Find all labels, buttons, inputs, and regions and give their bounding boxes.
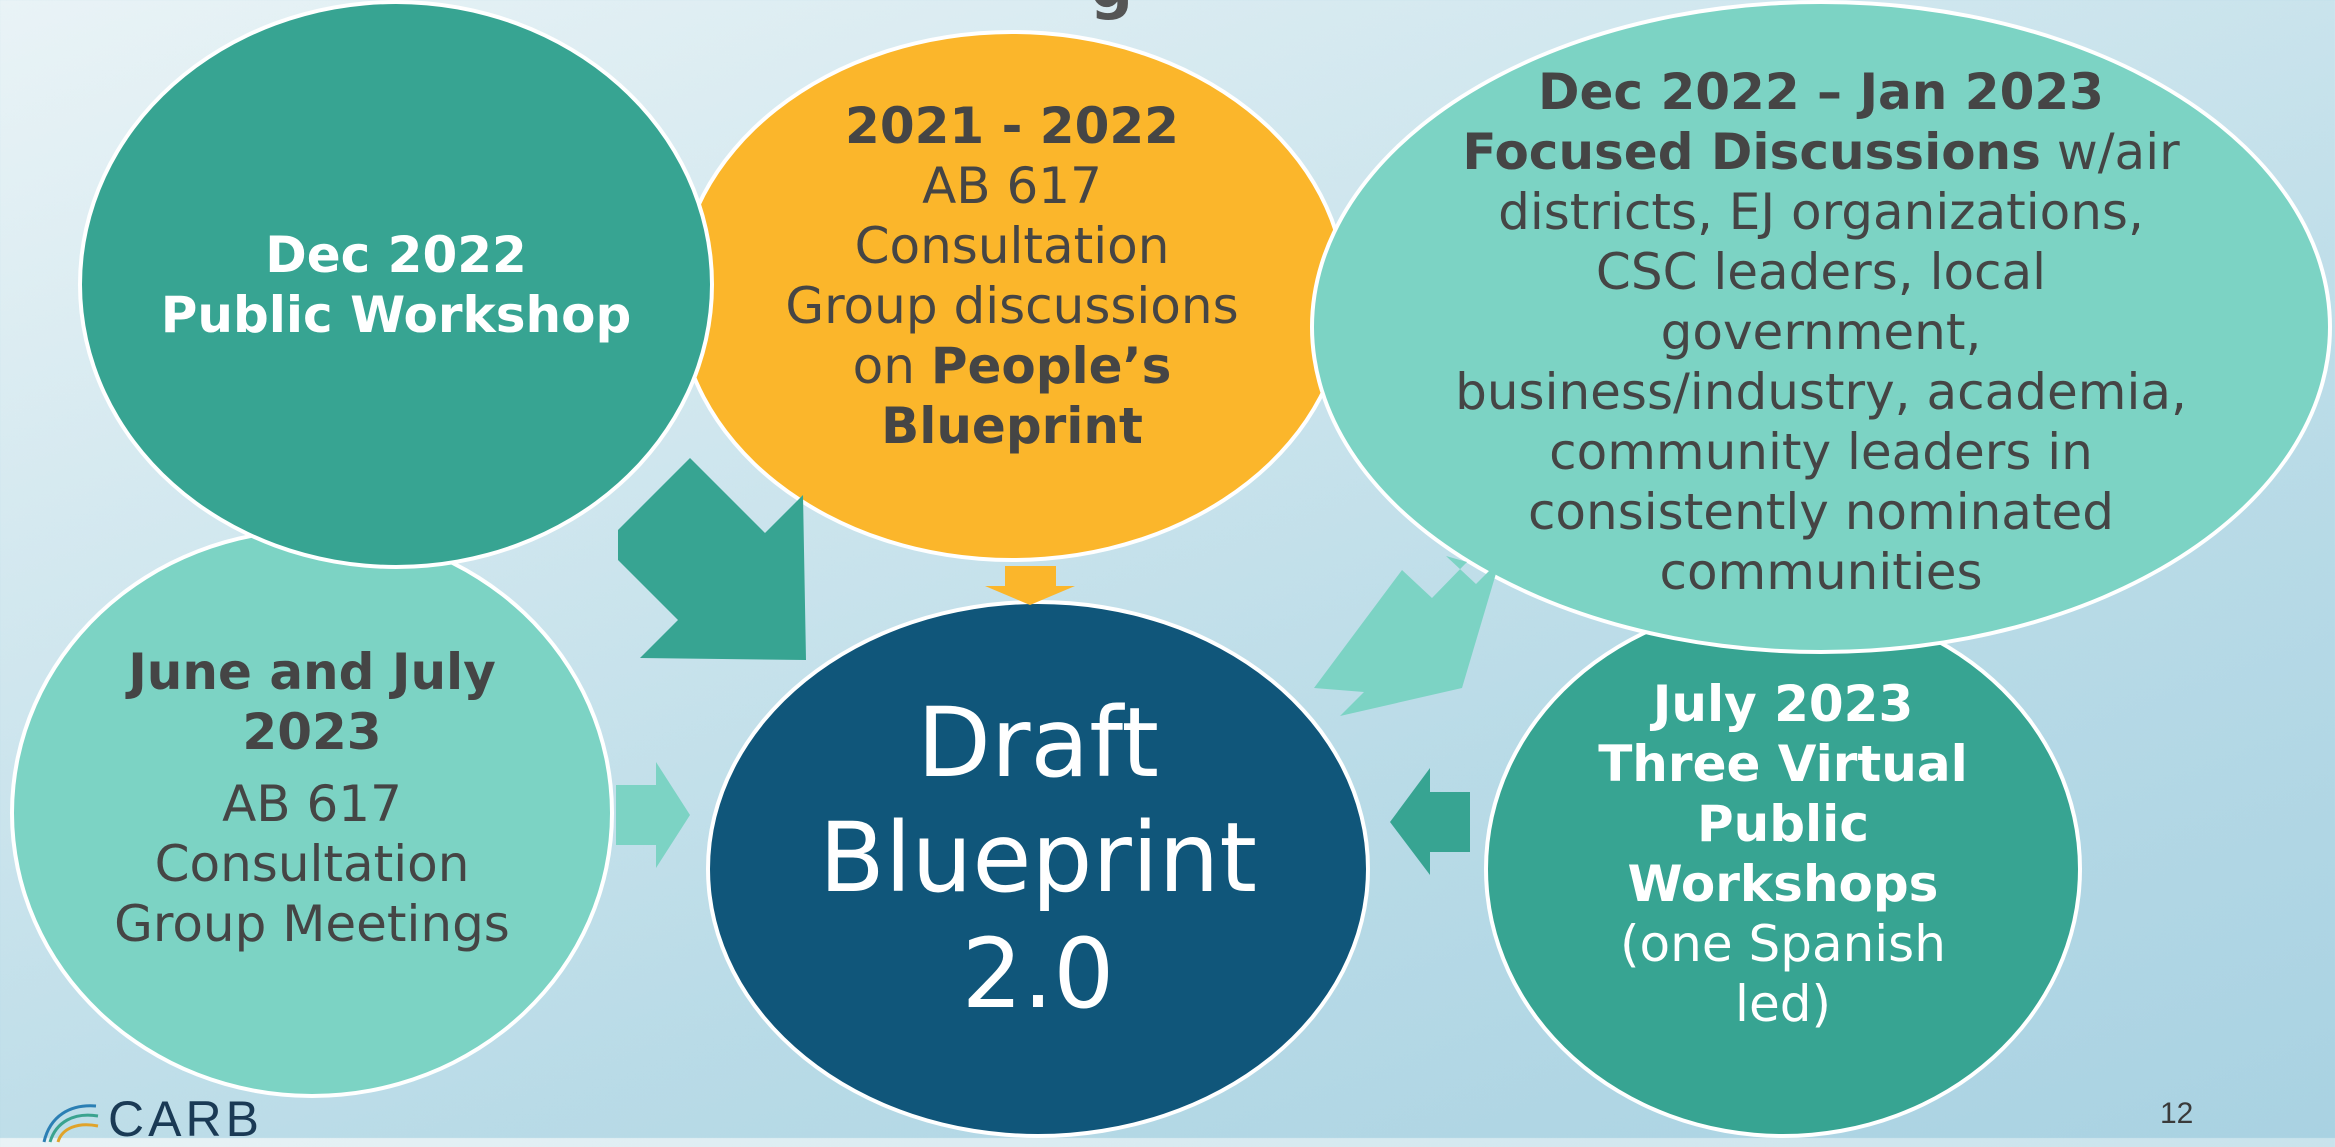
bubble-2021-2022-consultation: 2021 - 2022 AB 617 Consultation Group di… [676,30,1348,562]
workshop-label: Public Workshop [160,285,632,344]
arrow-icon [616,762,690,868]
carb-logo-text: CARB [108,1091,263,1147]
arrow-icon [985,566,1075,605]
meetings-line3: Group Meetings [114,895,510,953]
focused-line: government, [1660,303,1982,361]
bubble-june-july-2023-meetings: June and July 2023 AB 617 Consultation G… [10,528,614,1098]
draft-line3: 2.0 [961,917,1115,1030]
virtual-date: July 2023 [1652,675,1914,733]
workshop-date: Dec 2022 [265,225,527,284]
meetings-date-line1: June and July [128,643,496,701]
virtual-bold3: Workshops [1627,855,1939,913]
carb-logo: CARB [40,1094,263,1144]
page-number: 12 [2160,1097,2194,1130]
consultation-line4: on People’s [853,336,1172,396]
focused-line: business/industry, academia, [1455,363,2187,421]
virtual-line2: led) [1735,975,1831,1033]
bubble-draft-blueprint: Draft Blueprint 2.0 [706,600,1370,1138]
consultation-line4-bold: People’s [930,337,1172,395]
consultation-line4-prefix: on [852,337,931,395]
title-fragment: g [1090,0,1133,22]
consultation-line5: Blueprint [881,397,1143,455]
meetings-date-line2: 2023 [242,703,382,761]
consultation-date: 2021 - 2022 [845,97,1179,155]
consultation-line2: Consultation [854,217,1170,275]
meetings-line1: AB 617 [222,775,402,833]
focused-line: consistently nominated [1527,483,2115,541]
focused-line: communities [1659,543,1983,601]
virtual-line1: (one Spanish [1620,915,1946,973]
focused-heading-bold: Focused Discussions [1462,123,2041,181]
draft-line1: Draft [917,687,1159,800]
carb-swoosh-icon [42,1104,99,1143]
virtual-bold2: Public [1697,795,1869,853]
focused-line: community leaders in [1549,423,2093,481]
focused-date: Dec 2022 – Jan 2023 [1538,63,2104,121]
meetings-line2: Consultation [154,835,470,893]
focused-heading-suffix: w/air [2040,123,2180,181]
arrow-icon [1314,556,1500,716]
bubble-focused-discussions: Dec 2022 – Jan 2023 Focused Discussions … [1310,0,2332,654]
arrow-icon [618,458,806,660]
focused-line: CSC leaders, local [1595,243,2047,301]
draft-line2: Blueprint [819,802,1257,915]
focused-heading: Focused Discussions w/air [1462,122,2179,182]
arrow-icon [1390,768,1470,875]
bubble-july-2023-virtual-workshops: July 2023 Three Virtual Public Workshops… [1484,600,2082,1138]
virtual-bold1: Three Virtual [1598,735,1968,793]
bubble-dec-2022-public-workshop: Dec 2022 Public Workshop [78,0,714,569]
consultation-line3: Group discussions [785,277,1239,335]
consultation-line1: AB 617 [922,157,1102,215]
focused-line: districts, EJ organizations, [1498,183,2144,241]
